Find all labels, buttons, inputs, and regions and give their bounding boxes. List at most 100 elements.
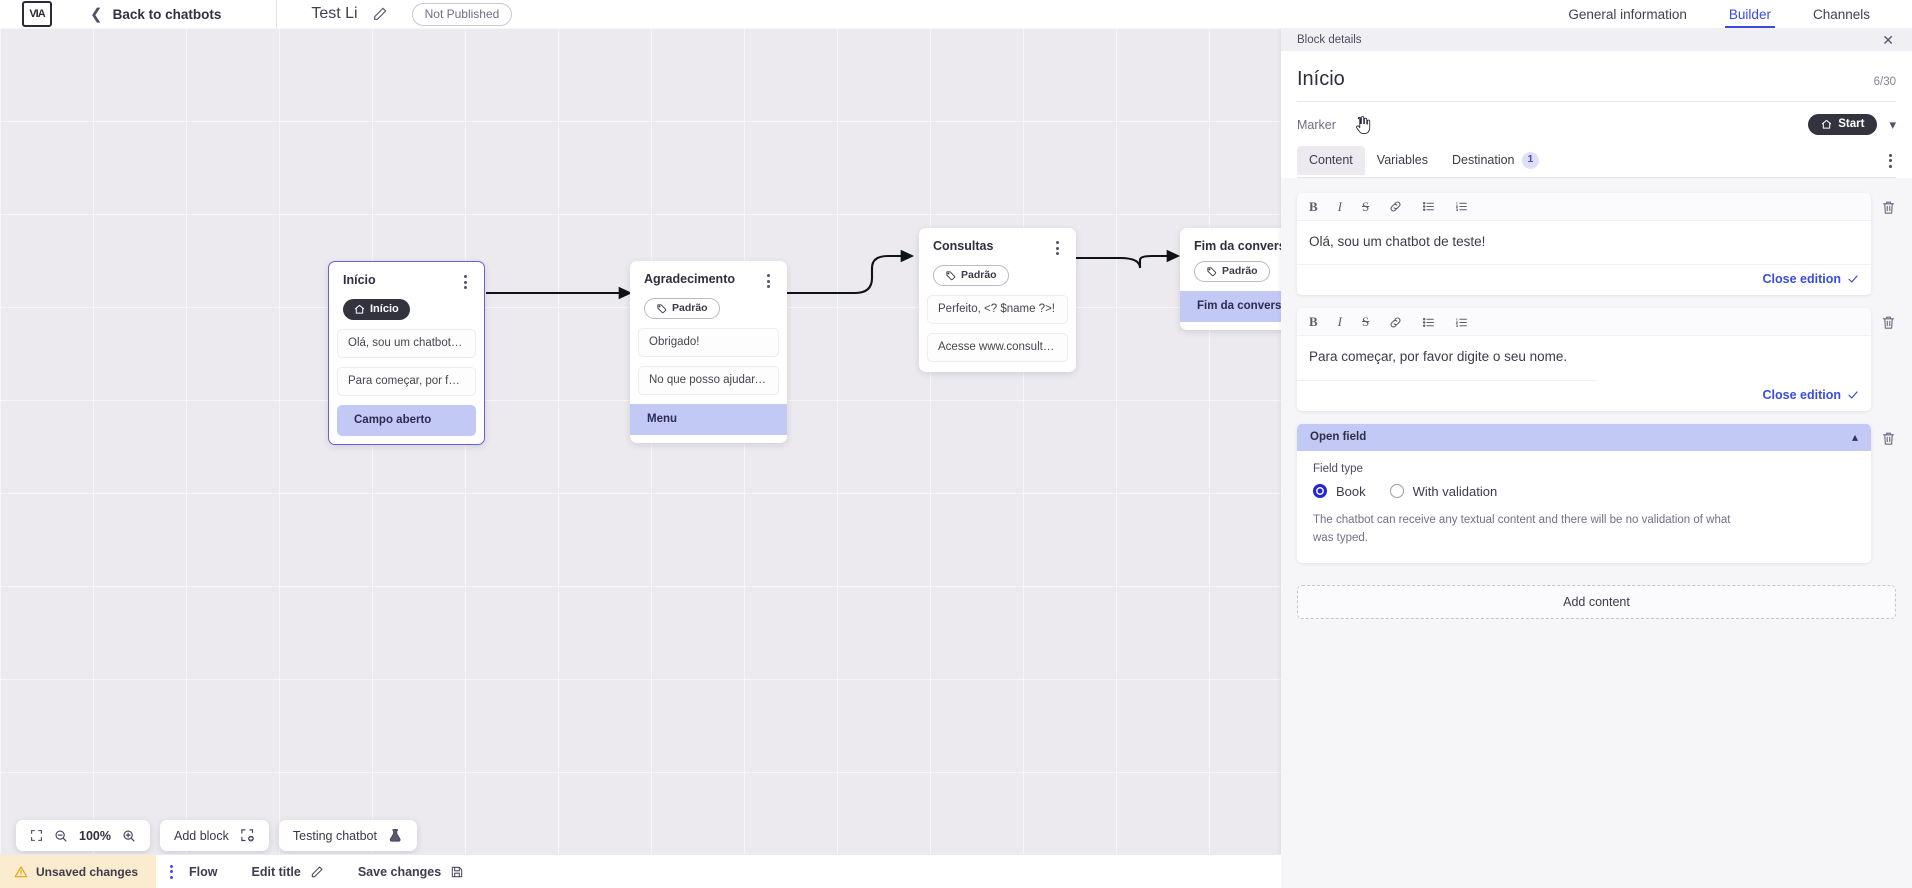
close-edition-label: Close edition [1762,387,1841,402]
tab-variables-label: Variables [1376,153,1428,168]
fit-screen-icon[interactable] [30,829,43,842]
tab-general-information[interactable]: General information [1568,7,1687,22]
open-field-title: Open field [1310,430,1367,443]
block-tag-padrao: Padrão [644,298,720,319]
italic-icon[interactable]: I [1337,198,1343,214]
close-icon[interactable]: ✕ [1882,31,1894,48]
marker-start-pill[interactable]: Start [1808,114,1878,135]
tab-destination[interactable]: Destination 1 [1440,145,1551,177]
block-name-row: Início 6/30 [1297,51,1896,102]
link-icon[interactable] [1389,316,1402,329]
testing-chatbot-button[interactable]: Testing chatbot [278,820,417,851]
delete-content-icon[interactable] [1881,314,1896,336]
link-icon[interactable] [1389,200,1402,213]
app-header: VIA ❮ Back to chatbots Test Li Not Publi… [0,0,1912,28]
block-message: Perfeito, <? $name ?>! [927,295,1068,324]
status-menu-icon[interactable] [170,864,174,879]
save-changes-label: Save changes [357,864,442,879]
flow-block-agradecimento[interactable]: Agradecimento Padrão Obrigado! No que po… [630,261,787,443]
rich-text-editor[interactable]: B I S Para começar, por favor di [1297,308,1871,411]
panel-tabs: Content Variables Destination 1 [1297,145,1896,178]
block-details-panel: Block details ✕ Início 6/30 Marker Start… [1281,28,1912,888]
flow-canvas[interactable]: Início Início Olá, sou um chatbot de tes… [0,28,1281,888]
radio-option-with-validation[interactable]: With validation [1389,484,1497,499]
tab-variables[interactable]: Variables [1365,146,1440,175]
block-message: Para começar, por favor digite o ... [337,367,476,396]
panel-overflow-menu-icon[interactable] [1885,150,1896,172]
editor-toolbar: B I S [1297,308,1871,337]
app-logo[interactable]: VIA [22,1,52,27]
editor-text[interactable]: Para começar, por favor digite o seu nom… [1297,336,1597,381]
back-to-chatbots-button[interactable]: ❮ Back to chatbots [90,7,221,22]
block-header: Fim da conversa [1180,239,1281,253]
flow-block-consultas[interactable]: Consultas Padrão Perfeito, <? $name ?>! … [919,228,1076,372]
tab-content[interactable]: Content [1297,146,1365,176]
delete-open-field-icon[interactable] [1881,430,1896,452]
editor-text[interactable]: Olá, sou um chatbot de teste! [1297,221,1871,266]
edit-title-button[interactable]: Edit title [252,865,324,879]
radio-option-book[interactable]: Book [1313,484,1366,499]
canvas-toolbar: 100% Add block Testing chatbot [16,820,417,851]
zoom-controls[interactable]: 100% [16,820,150,851]
zoom-in-icon[interactable] [122,829,136,843]
flow-block-fim-da-conversa[interactable]: Fim da conversa Padrão Fim da conversa [1180,228,1281,330]
flow-block-inicio[interactable]: Início Início Olá, sou um chatbot de tes… [328,261,485,445]
strikethrough-icon[interactable]: S [1362,314,1370,330]
pencil-icon [311,865,323,877]
save-icon [452,866,463,877]
block-name: Início [1297,68,1345,90]
bold-icon[interactable]: B [1309,314,1318,330]
block-header: Consultas [919,239,1076,257]
panel-content-scroll[interactable]: B I S Olá, sou um chatbot de tes [1281,177,1912,888]
open-field-card: Open field ▴ Field type Book W [1297,423,1871,564]
flow-button[interactable]: Flow [189,865,217,879]
tab-destination-label: Destination [1451,153,1515,168]
close-edition-button[interactable]: Close edition [1763,388,1859,402]
status-bar: Unsaved changes Flow Edit title Save cha… [0,854,1281,888]
bullet-list-icon[interactable] [1422,200,1435,213]
unsaved-changes-label: Unsaved changes [36,864,139,879]
numbered-list-icon[interactable] [1455,316,1468,329]
open-field-row: Open field ▴ Field type Book W [1297,423,1896,564]
editor-toolbar: B I S [1297,192,1871,221]
chevron-down-icon[interactable]: ▾ [1889,117,1896,132]
strikethrough-icon[interactable]: S [1362,198,1370,214]
numbered-list-icon[interactable] [1455,200,1468,213]
delete-content-icon[interactable] [1881,199,1896,221]
content-editor-row: B I S Olá, sou um chatbot de tes [1297,192,1896,296]
marker-control: Start ▾ [1808,114,1896,135]
open-field-header[interactable]: Open field ▴ [1297,423,1871,451]
zoom-out-icon[interactable] [54,829,68,843]
tab-channels[interactable]: Channels [1812,7,1870,22]
add-content-button[interactable]: Add content [1297,585,1896,620]
bold-icon[interactable]: B [1309,198,1318,214]
block-menu-icon[interactable] [461,273,470,291]
italic-icon[interactable]: I [1337,314,1343,330]
block-tag-label: Padrão [1222,265,1258,277]
marker-value: Start [1838,118,1865,130]
chevron-up-icon[interactable]: ▴ [1851,429,1858,444]
radio-with-validation-input[interactable] [1389,484,1404,499]
open-field-body: Field type Book With validation The [1297,450,1871,564]
block-menu-icon[interactable] [764,272,773,290]
header-divider [276,0,278,28]
close-edition-button[interactable]: Close edition [1763,272,1859,286]
block-accent-message: Fim da conversa [1180,291,1281,322]
add-block-button[interactable]: Add block [159,820,269,851]
save-changes-button[interactable]: Save changes [358,865,464,879]
flask-icon [388,828,403,843]
bullet-list-icon[interactable] [1422,316,1435,329]
check-icon [1848,391,1858,399]
add-block-icon [240,828,255,843]
rich-text-editor[interactable]: B I S Olá, sou um chatbot de tes [1297,192,1871,296]
editor-footer: Close edition [1297,381,1871,411]
tab-builder[interactable]: Builder [1724,7,1775,28]
content-editor-row: B I S Para começar, por favor di [1297,308,1896,411]
publish-status-badge: Not Published [411,2,513,26]
block-tag-start: Início [343,299,410,320]
destination-badge: 1 [1521,152,1540,169]
block-menu-icon[interactable] [1053,239,1062,257]
block-accent-message: Menu [630,404,787,435]
radio-book-input[interactable] [1313,484,1327,499]
edit-pencil-icon[interactable] [372,6,388,22]
